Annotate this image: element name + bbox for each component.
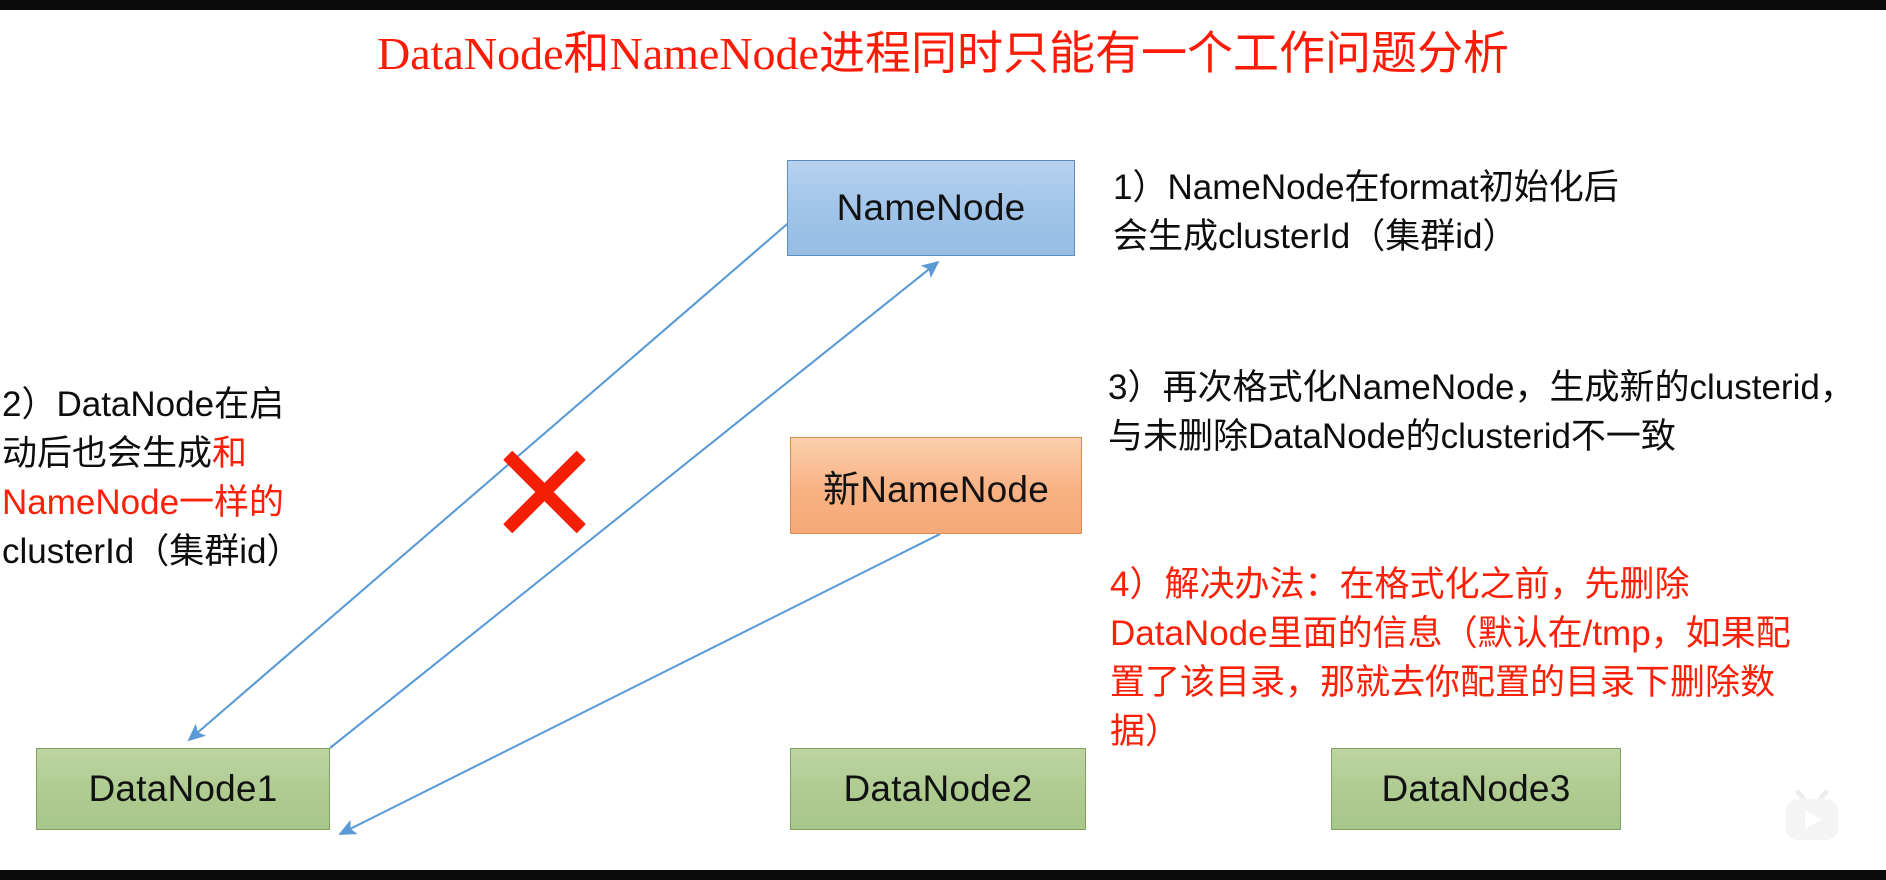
bilibili-tv-play-icon	[1786, 789, 1838, 840]
node-datanode1-label: DataNode1	[88, 768, 278, 809]
note-2-line-1: 2）DataNode在启	[2, 385, 285, 424]
note-4-line-3: 置了该目录，那就去你配置的目录下删除数	[1110, 663, 1776, 702]
annotation-note-4: 4）解决办法：在格式化之前，先删除 DataNode里面的信息（默认在/tmp，…	[1110, 560, 1870, 756]
note-4-line-1: 4）解决办法：在格式化之前，先删除	[1110, 565, 1690, 604]
node-namenode-label: NameNode	[836, 187, 1026, 228]
slide-title: DataNode和NameNode进程同时只能有一个工作问题分析	[377, 28, 1509, 79]
node-datanode3-label: DataNode3	[1381, 768, 1571, 809]
node-datanode2[interactable]: DataNode2	[790, 748, 1086, 830]
note-4-line-4: 据）	[1110, 712, 1181, 751]
note-2-line-2: 动后也会生成和	[2, 429, 332, 478]
annotation-note-3: 3）再次格式化NameNode，生成新的clusterid， 与未删除DataN…	[1108, 363, 1886, 461]
letterbox-top	[0, 0, 1886, 10]
note-2-line-4: clusterId（集群id）	[2, 532, 302, 571]
node-new-namenode[interactable]: 新NameNode	[790, 437, 1082, 534]
node-datanode2-label: DataNode2	[843, 768, 1033, 809]
note-3-line-1: 3）再次格式化NameNode，生成新的clusterid，	[1108, 368, 1855, 407]
note-3-line-2: 与未删除DataNode的clusterid不一致	[1108, 417, 1676, 456]
node-datanode1[interactable]: DataNode1	[36, 748, 330, 830]
note-4-line-2: DataNode里面的信息（默认在/tmp，如果配	[1110, 614, 1791, 653]
annotation-note-2: 2）DataNode在启 动后也会生成和 NameNode一样的 cluster…	[2, 380, 332, 576]
note-1-line-2: 会生成clusterId（集群id）	[1113, 217, 1518, 256]
note-2-line-3: NameNode一样的	[2, 483, 285, 522]
node-datanode3[interactable]: DataNode3	[1331, 748, 1621, 830]
node-new-namenode-label: 新NameNode	[823, 468, 1049, 510]
red-cross-mark-icon	[492, 440, 596, 544]
note-2-line-2-red: 和	[212, 434, 248, 473]
note-2-line-2-black: 动后也会生成	[2, 434, 213, 473]
letterbox-bottom	[0, 870, 1886, 880]
annotation-note-1: 1）NameNode在format初始化后 会生成clusterId（集群id）	[1113, 163, 1673, 261]
node-namenode[interactable]: NameNode	[787, 160, 1075, 256]
note-1-line-1: 1）NameNode在format初始化后	[1113, 168, 1619, 207]
